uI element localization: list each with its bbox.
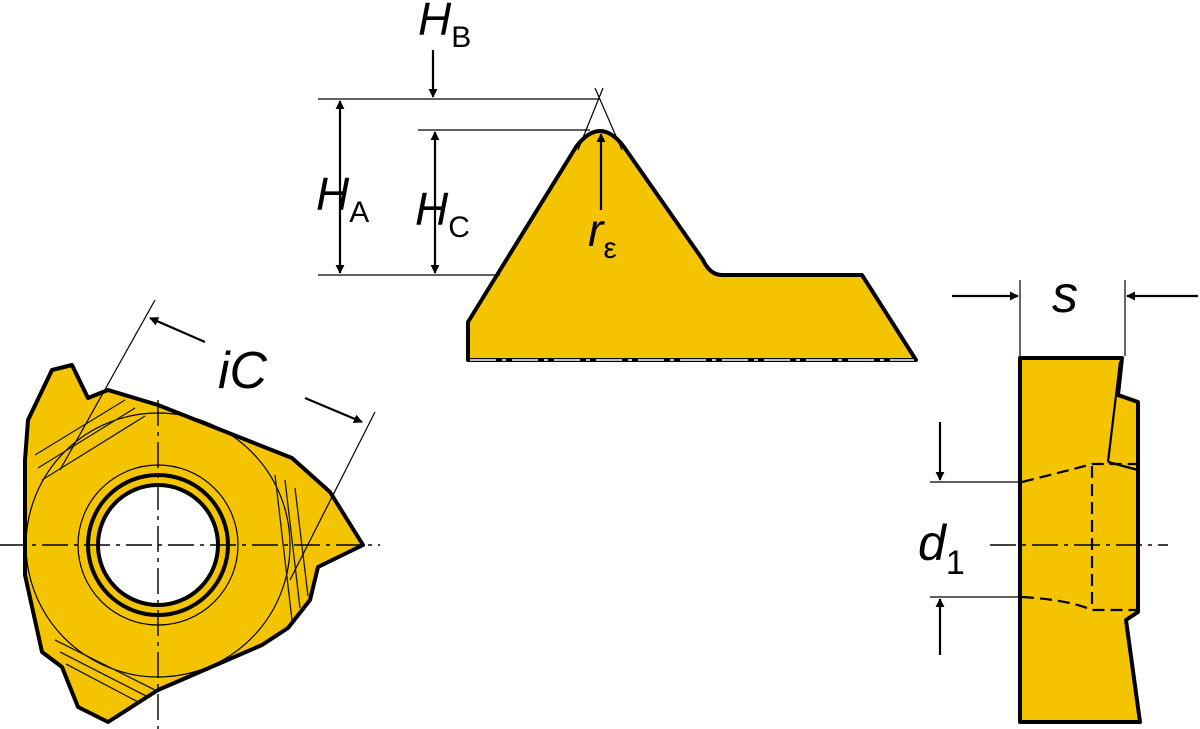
side-relief-edge <box>1106 361 1122 463</box>
label-ha: HA <box>316 168 369 229</box>
front-view: iC <box>0 299 380 729</box>
side-hidden-hole-bottom <box>1021 595 1136 612</box>
front-edge-hatching <box>34 399 309 704</box>
flank-extension-right <box>594 87 623 151</box>
ic-extension-left <box>59 299 156 471</box>
label-ic: iC <box>218 342 268 400</box>
ic-arrow-left <box>149 316 206 344</box>
ic-arrow-right <box>304 396 363 424</box>
label-d1: d1 <box>918 515 965 582</box>
label-s: s <box>1052 266 1078 324</box>
label-hb: HB <box>418 0 471 54</box>
profile-view: HB HA HC rε <box>316 0 918 362</box>
flank-extension-left <box>577 87 604 151</box>
label-hc: HC <box>415 183 470 244</box>
side-view: s d1 <box>918 266 1198 724</box>
label-r-eps: rε <box>588 204 617 265</box>
profile-insert-body <box>466 129 918 362</box>
side-hidden-hole-top <box>1021 462 1136 484</box>
ic-extension-right <box>289 411 376 581</box>
side-insert-body <box>1018 356 1142 724</box>
